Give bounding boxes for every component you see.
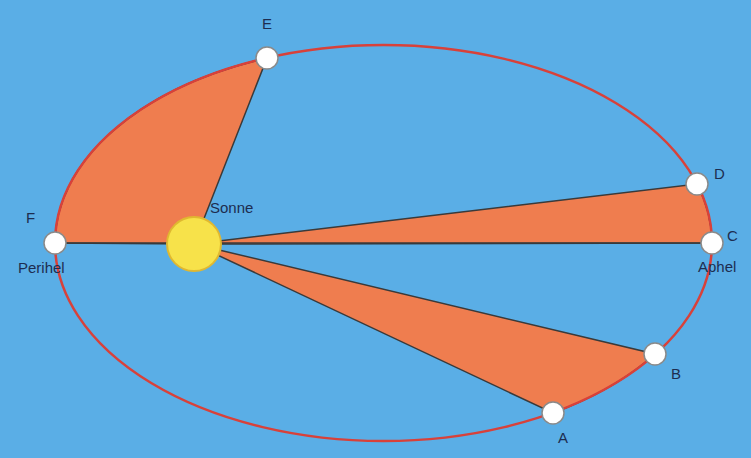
- planet-dot: [701, 232, 723, 254]
- point-name: Perihel: [18, 260, 65, 275]
- planet-dot: [686, 173, 708, 195]
- orbit-ellipse: [55, 45, 712, 441]
- position-letter: D: [714, 166, 725, 181]
- position-letter: C: [727, 228, 738, 243]
- position-letter: B: [671, 366, 681, 381]
- area-sector: [194, 244, 655, 413]
- planet-dot: [44, 232, 66, 254]
- planet-positions: [44, 47, 723, 424]
- position-letter: E: [262, 16, 272, 31]
- body-name: Sonne: [210, 200, 253, 215]
- position-letter: A: [558, 430, 568, 445]
- major-axis: [55, 242, 712, 244]
- area-sector: [55, 58, 267, 244]
- point-name: Aphel: [698, 259, 736, 274]
- area-sector: [194, 184, 712, 244]
- position-letter: F: [26, 210, 35, 225]
- planet-dot: [644, 343, 666, 365]
- sun-disc: [167, 217, 221, 271]
- planet-dot: [542, 402, 564, 424]
- planet-dot: [256, 47, 278, 69]
